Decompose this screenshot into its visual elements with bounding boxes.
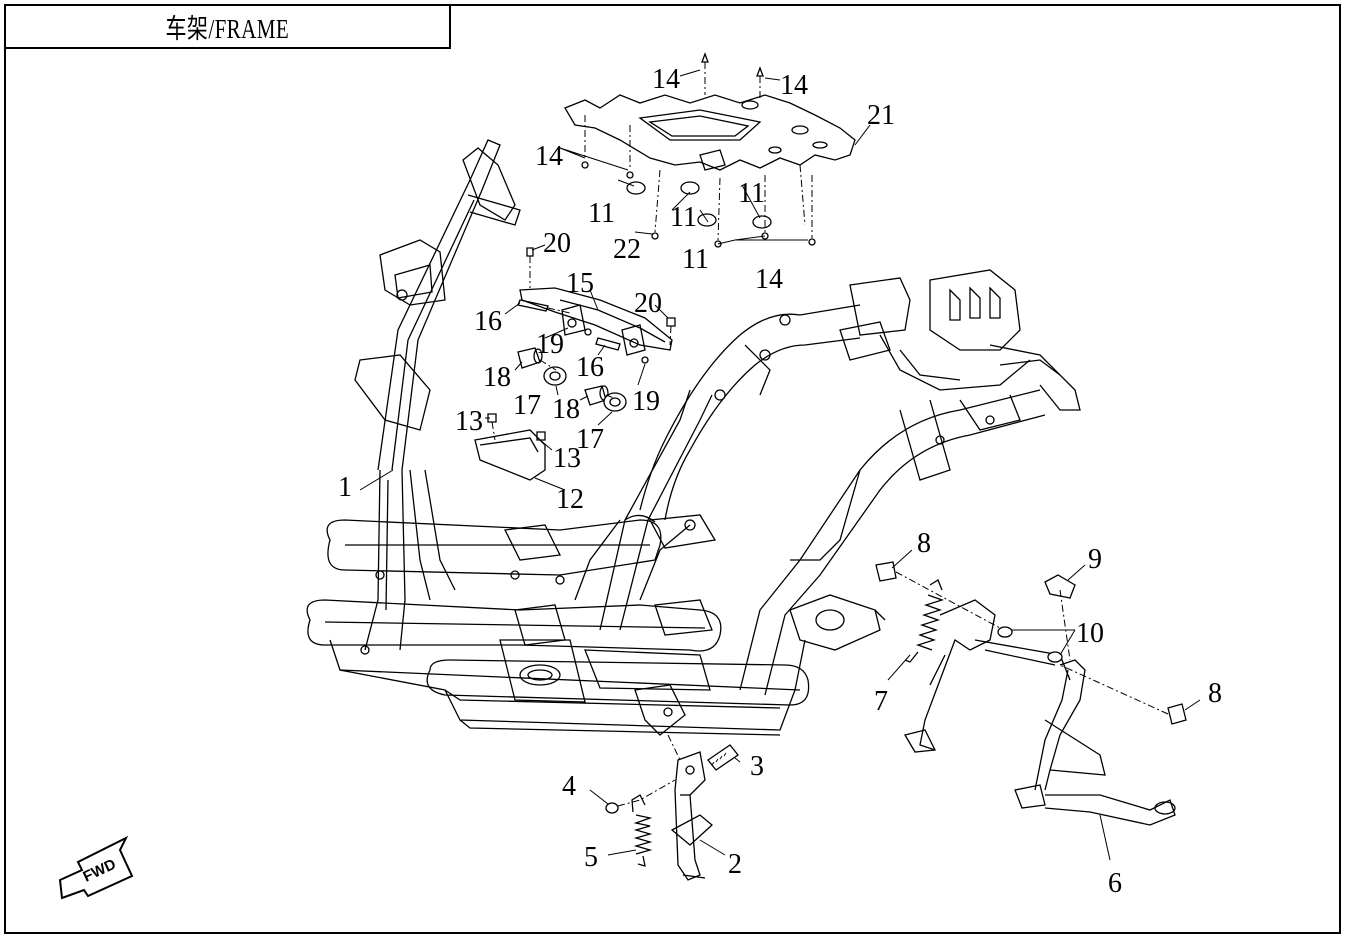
callout-6: 6 <box>1108 868 1122 899</box>
callout-11-c: 11 <box>682 244 709 275</box>
callout-11-a: 11 <box>588 198 615 229</box>
callout-9: 9 <box>1088 544 1102 575</box>
callout-14-top-right: 14 <box>780 70 808 101</box>
callout-8-lower: 8 <box>1208 678 1222 709</box>
callout-17-a: 17 <box>513 390 541 421</box>
callout-11-b: 11 <box>670 202 697 233</box>
callout-21: 21 <box>867 100 895 131</box>
callout-22: 22 <box>613 234 641 265</box>
callout-5: 5 <box>584 842 598 873</box>
callout-10: 10 <box>1076 618 1104 649</box>
callout-13-a: 13 <box>455 406 483 437</box>
upper-bracket-21 <box>564 52 856 248</box>
side-stand-2 <box>605 734 739 881</box>
main-stand-6 <box>875 561 1187 826</box>
callout-20-a: 20 <box>543 228 571 259</box>
main-frame-drawing <box>306 139 1081 736</box>
callout-19-a: 19 <box>536 329 564 360</box>
drawing-border <box>4 4 1341 934</box>
callout-1: 1 <box>338 472 352 503</box>
callout-3: 3 <box>750 751 764 782</box>
leader-lines <box>359 69 1201 861</box>
callout-14-left: 14 <box>535 141 563 172</box>
fwd-label: FWD <box>81 856 119 886</box>
callout-16-b: 16 <box>576 352 604 383</box>
callout-4: 4 <box>562 771 576 802</box>
callout-2: 2 <box>728 849 742 880</box>
title-block: 车架/FRAME <box>4 4 451 49</box>
callout-20-b: 20 <box>634 288 662 319</box>
callout-19-b: 19 <box>632 386 660 417</box>
callout-18-a: 18 <box>483 362 511 393</box>
callout-16-a: 16 <box>474 306 502 337</box>
callout-18-b: 18 <box>552 394 580 425</box>
page-title: 车架/FRAME <box>165 14 290 44</box>
callout-14-bottom: 14 <box>755 264 783 295</box>
callout-14-top-left: 14 <box>652 64 680 95</box>
callout-15: 15 <box>566 268 594 299</box>
callout-8-upper: 8 <box>917 528 931 559</box>
fwd-arrow-icon: FWD <box>58 835 134 900</box>
center-bracket-15 <box>517 247 676 412</box>
callout-13-b: 13 <box>553 443 581 474</box>
callout-17-b: 17 <box>576 424 604 455</box>
callout-11-d: 11 <box>738 178 765 209</box>
bracket-12 <box>474 413 546 481</box>
callout-labels: 1 2 3 4 5 6 7 8 8 9 10 11 11 11 11 12 13… <box>338 64 1222 899</box>
callout-7: 7 <box>874 686 888 717</box>
callout-12: 12 <box>556 484 584 515</box>
